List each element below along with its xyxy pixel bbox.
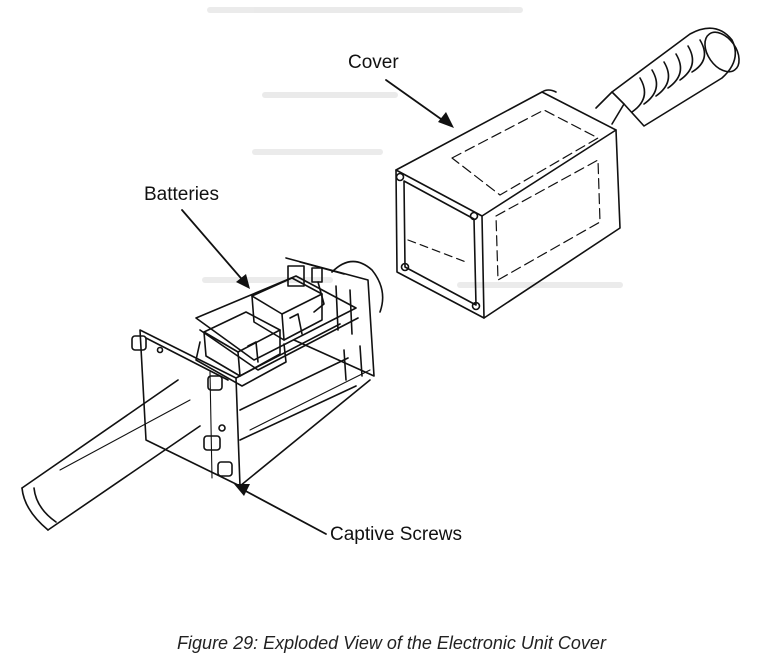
cable-gland [595, 27, 740, 127]
figure-caption: Figure 29: Exploded View of the Electron… [177, 633, 606, 653]
cover-body [395, 89, 621, 319]
chassis [21, 257, 384, 531]
arrowheads [234, 112, 454, 496]
leader-lines [181, 79, 449, 535]
label-batteries: Batteries [144, 184, 219, 205]
show-through-artifact [202, 7, 623, 288]
captive-screw-knobs [131, 335, 233, 477]
label-captive-screws: Captive Screws [330, 524, 462, 545]
label-cover: Cover [348, 52, 399, 73]
battery-pack [195, 277, 323, 387]
